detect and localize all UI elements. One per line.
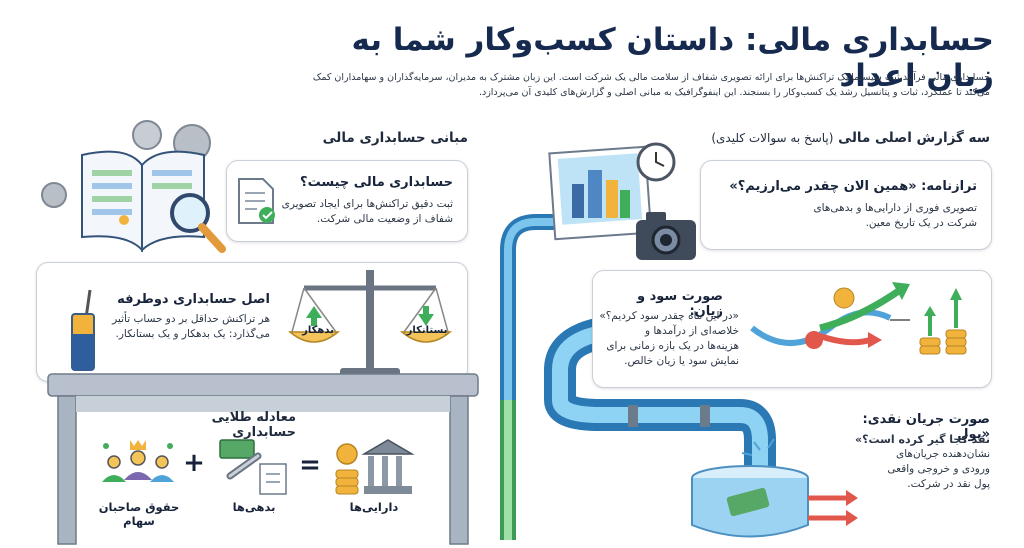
bank-coins-icon (335, 439, 415, 495)
reports-title: سه گزارش اصلی مالی (838, 130, 990, 146)
profit-loss-arrows-icon (750, 282, 967, 355)
income-statement-text: «در این ماه چقدر سود کردیم؟» خلاصه‌ای از… (599, 309, 739, 369)
income-statement-text-3: نمایش سود یا زیان خالص. (624, 355, 739, 367)
double-entry-card (36, 262, 468, 382)
pen-ink-icon (71, 289, 95, 371)
balance-sheet-text-1: تصویری فوری از دارایی‌ها و بدهی‌های (813, 202, 977, 214)
equation-title: معادله طلایی حسابداری (211, 410, 296, 440)
photo-clock-camera-icon (548, 142, 696, 260)
double-entry-title: اصل حسابداری دوطرفه (117, 292, 270, 307)
double-entry-text-1: هر تراکنش حداقل بر دو حساب تأثیر (112, 313, 270, 325)
credit-label: بستانکار (406, 325, 448, 336)
page-title: حسابداری مالی: داستان کسب‌وکار شما به زب… (351, 22, 995, 94)
what-is-text: ثبت دقیق تراکنش‌ها برای ایجاد تصویری شفا… (273, 197, 453, 227)
income-statement-text-2: هزینه‌ها در یک بازه زمانی برای (606, 340, 739, 352)
plus-sign: + (183, 448, 205, 478)
debit-label: بدهکار (302, 325, 334, 336)
document-check-icon (238, 178, 275, 224)
income-statement-title: صورت سود و زیان: (637, 289, 723, 319)
what-is-text-1: ثبت دقیق تراکنش‌ها برای ایجاد تصویری (281, 198, 453, 210)
cash-flow-text-1: نشان‌دهنده جریان‌های (895, 448, 990, 460)
intro-text: حسابداری مالی فرآیند ثبت سیستماتیک تراکن… (90, 70, 990, 100)
double-entry-text: هر تراکنش حداقل بر دو حساب تأثیر می‌گذار… (70, 312, 270, 342)
equity-label: حقوق صاحبان سهام (98, 500, 180, 528)
reports-subtitle: (پاسخ به سوالات کلیدی) (711, 131, 834, 145)
assets-label: دارایی‌ها (349, 500, 399, 514)
cash-flow-question: نقد کجا گیر کرده است؟» (854, 433, 990, 446)
shareholders-icon (102, 440, 174, 482)
what-is-text-2: شفاف از وضعیت مالی شرکت. (316, 213, 453, 225)
balance-sheet-card: ترازنامه: «همین الان چقدر می‌ارزیم؟» تصو… (700, 160, 992, 250)
cash-flow-text-2: ورودی و خروجی واقعی (887, 463, 990, 475)
intro-line-1: حسابداری مالی فرآیند ثبت سیستماتیک تراکن… (312, 72, 990, 83)
what-is-title: حسابداری مالی چیست؟ (300, 175, 453, 190)
balance-sheet-title: ترازنامه: «همین الان چقدر می‌ارزیم؟» (729, 179, 977, 194)
equals-sign: = (299, 450, 321, 480)
cash-flow-text: نقد کجا گیر کرده است؟» نشان‌دهنده جریان‌… (840, 432, 990, 492)
double-entry-text-2: می‌گذارد: یک بدهکار و یک بستانکار. (115, 328, 270, 340)
balance-sheet-text-2: شرکت در یک تاریخ معین. (865, 217, 977, 229)
reports-heading: سه گزارش اصلی مالی (پاسخ به سوالات کلیدی… (550, 130, 990, 146)
basics-title: مبانی حسابداری مالی (322, 130, 468, 146)
intro-line-2: می‌کند تا عملکرد، ثبات و پتانسیل رشد یک … (478, 87, 990, 98)
balance-sheet-text: تصویری فوری از دارایی‌ها و بدهی‌های شرکت… (711, 201, 977, 231)
income-statement-card: صورت سود و زیان: «در این ماه چقدر سود کر… (592, 270, 992, 388)
income-statement-question: «در این ماه چقدر سود کردیم؟» (599, 310, 739, 322)
chain-bills-icon (219, 439, 287, 495)
income-statement-text-1: خلاصه‌ای از درآمدها و (644, 325, 739, 337)
cash-flow-text-3: پول نقد در شرکت. (907, 478, 990, 490)
what-is-card: حسابداری مالی چیست؟ ثبت دقیق تراکنش‌ها ب… (226, 160, 468, 242)
cash-flow-title: صورت جریان نقدی: «پول (862, 412, 991, 442)
liabilities-label: بدهی‌ها (232, 500, 276, 514)
book-magnifier-icon (41, 120, 226, 253)
table-illustration (47, 373, 479, 545)
